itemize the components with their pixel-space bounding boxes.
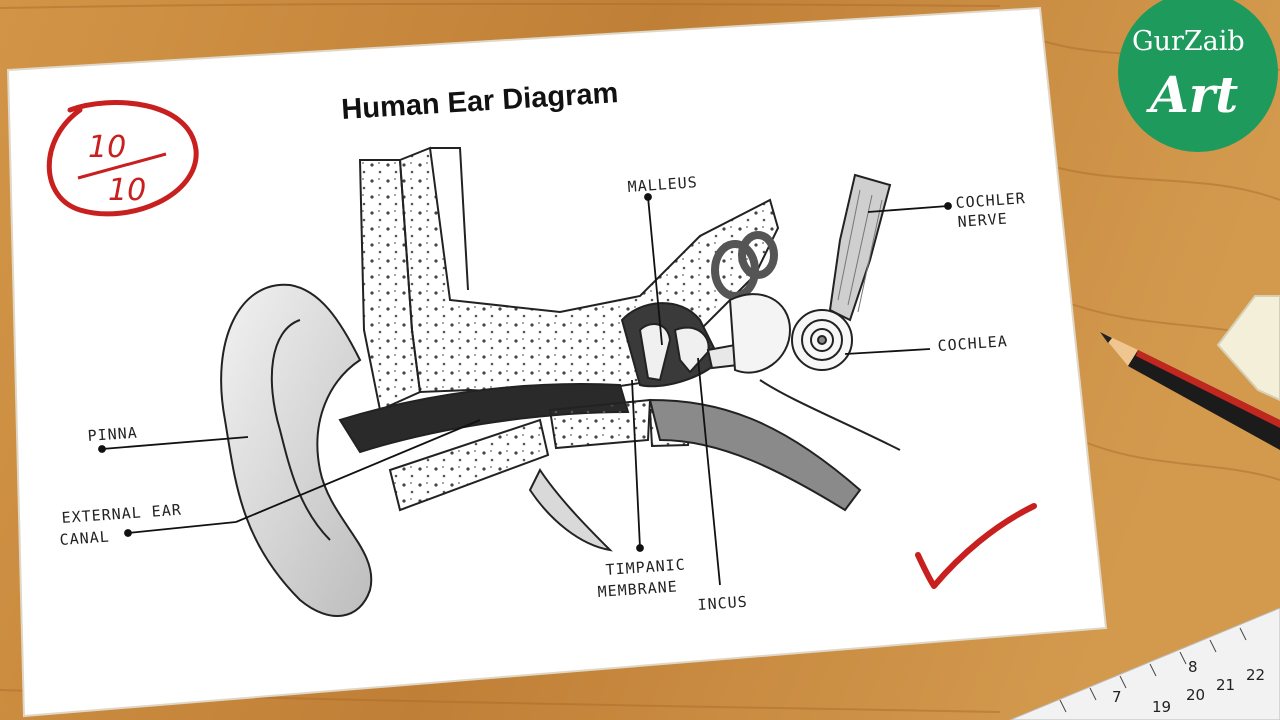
leader-lines (98, 193, 952, 586)
label-cochlear-nerve-1: COCHLER (955, 189, 1026, 212)
ruler-mark-8: 8 (1188, 658, 1198, 676)
malleus-bone (638, 323, 672, 382)
grade-numerator: 10 (88, 130, 126, 165)
eraser-icon (1216, 295, 1280, 402)
logo-circle (1118, 0, 1278, 152)
semicircular-canals (711, 231, 778, 300)
ruler-mark-20: 20 (1186, 686, 1205, 704)
cochlea-shape (791, 309, 853, 371)
pencil-icon (1100, 332, 1280, 450)
label-cochlea: COCHLEA (937, 332, 1008, 355)
nerve-leader (867, 205, 949, 213)
logo-badge: GurZaib Art (1118, 0, 1278, 152)
label-malleus: MALLEUS (627, 173, 698, 196)
ruler: 7 8 19 20 21 22 (1009, 607, 1280, 720)
ear-illustration (220, 146, 901, 617)
logo-text-bottom: Art (1146, 65, 1238, 124)
incus-bone (673, 326, 710, 374)
grade-circle (46, 100, 199, 217)
label-pinna: PINNA (87, 424, 138, 445)
canal-leader (127, 521, 237, 534)
pinna-shape (220, 283, 373, 617)
cochlea-leader (844, 348, 931, 355)
tympanic-leader (631, 379, 641, 549)
grade-mark: 10 10 (46, 100, 199, 217)
grade-fraction-line (77, 152, 167, 180)
labels: PINNA EXTERNAL EAR CANAL MALLEUS COCHLER… (59, 173, 1026, 614)
incus-leader (697, 357, 721, 586)
ruler-mark-7: 7 (1112, 688, 1122, 706)
check-mark-icon (915, 503, 1037, 589)
label-tympanic-2: MEMBRANE (597, 577, 678, 601)
ruler-mark-22: 22 (1246, 666, 1265, 684)
label-external-ear-2: CANAL (59, 528, 110, 549)
pinna-leader (101, 436, 249, 450)
malleus-leader (647, 196, 663, 346)
ruler-mark-19: 19 (1152, 698, 1171, 716)
eustachian-tube (648, 398, 862, 512)
ruler-mark-21: 21 (1216, 676, 1235, 694)
logo-text-top: GurZaib (1132, 26, 1245, 57)
grade-denominator: 10 (108, 173, 146, 208)
label-cochlear-nerve-2: NERVE (957, 210, 1008, 231)
label-incus: INCUS (697, 593, 748, 614)
label-tympanic-1: TIMPANIC (605, 555, 686, 579)
